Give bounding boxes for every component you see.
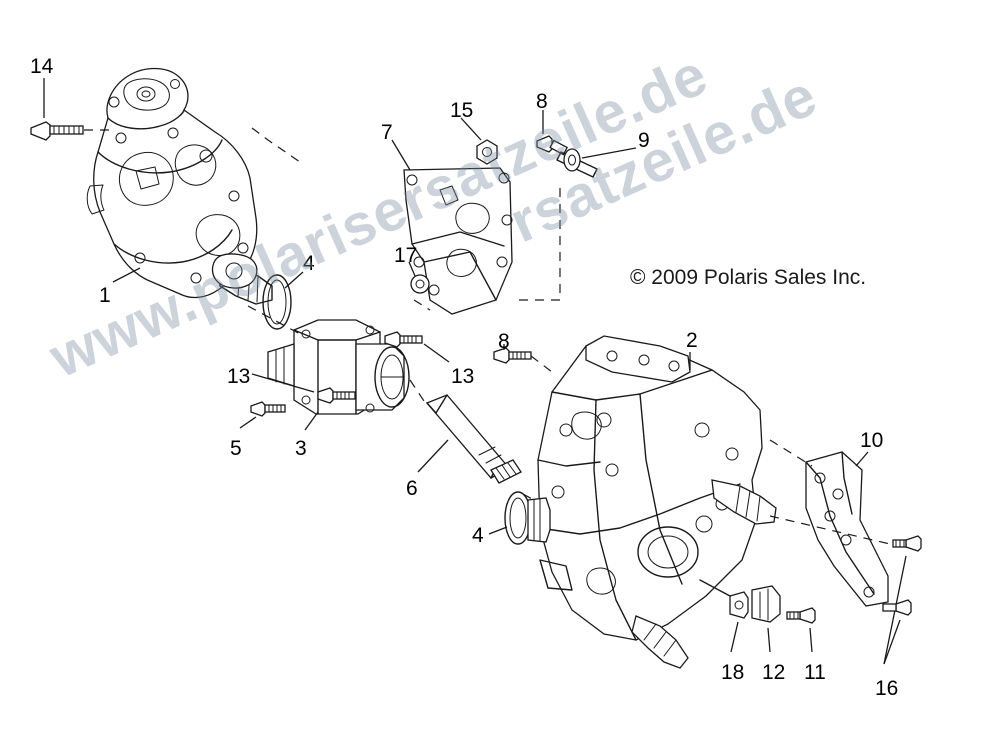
callout-18: 18 [721,661,745,684]
part-4-oring-upper [262,274,292,330]
dash-2-10 [769,439,813,467]
part-13-bolt-left [317,387,356,404]
part-1-gearcase [86,67,273,305]
callout-12: 12 [762,661,786,684]
callout-2: 2 [686,329,698,352]
leader-9 [581,147,637,159]
leader-1 [112,267,141,283]
callout-11: 11 [804,661,826,684]
part-7-bracket [403,167,513,315]
leader-13-left [251,373,315,393]
callout-6: 6 [406,477,418,500]
part-2-transmission [527,335,777,669]
callout-5: 5 [230,437,242,460]
part-18-pin [729,591,749,619]
dash-16 [769,515,891,545]
leader-18 [730,621,739,653]
leader-4-upper [284,271,304,289]
part-14-bolt [30,121,84,141]
callout-7: 7 [381,121,393,144]
callout-4-upper: 4 [303,252,315,275]
leader-6 [417,439,449,473]
callout-3: 3 [295,437,307,460]
callout-16: 16 [875,677,899,700]
leader-16b [883,619,901,665]
leader-11 [809,627,813,653]
part-4-oring-lower [504,491,532,545]
dash-17-7 [413,299,431,311]
callout-15: 15 [450,99,474,122]
dash-9 [519,186,561,301]
callout-13-right: 13 [451,365,475,388]
part-9-washer [563,148,581,172]
part-5-bolt [250,401,286,417]
part-8-bolt-upper [536,135,598,178]
callout-10: 10 [860,429,884,452]
part-12-lever [699,579,781,623]
part-15-nut [476,139,498,165]
dash-8-2 [530,355,553,373]
callout-17: 17 [394,244,418,267]
callout-4-lower: 4 [472,524,484,547]
part-6-driveshaft [425,394,522,484]
leader-17 [408,261,416,277]
callout-9: 9 [638,129,650,152]
part-17-washer [410,274,430,294]
part-16-bolt-lower [882,599,912,616]
part-3-adapter [267,319,410,415]
dash-1-3 [247,305,301,335]
part-13-bolt-right [384,331,423,348]
leader-12 [767,627,771,653]
part-8-bolt-lower [493,347,532,364]
leader-13-right [423,343,450,363]
copyright-notice: © 2009 Polaris Sales Inc. [630,266,867,289]
callout-8-upper: 8 [536,90,548,113]
callout-14: 14 [30,55,54,78]
callout-8-lower: 8 [498,330,510,353]
dash-6-2 [522,493,535,501]
leader-3 [304,411,319,431]
leader-15 [460,117,482,141]
leader-7 [391,139,411,171]
leader-5 [239,416,257,429]
leader-10 [855,451,869,467]
part-11-bolt [786,607,816,624]
dash-3-6 [409,379,427,405]
dash-gearcase-bracket [251,127,301,163]
part-16-bolt-upper [892,535,922,552]
part-10-bracket [805,451,889,607]
callout-13-left: 13 [227,365,251,388]
leader-4-lower [488,526,508,535]
callout-1: 1 [99,284,111,307]
